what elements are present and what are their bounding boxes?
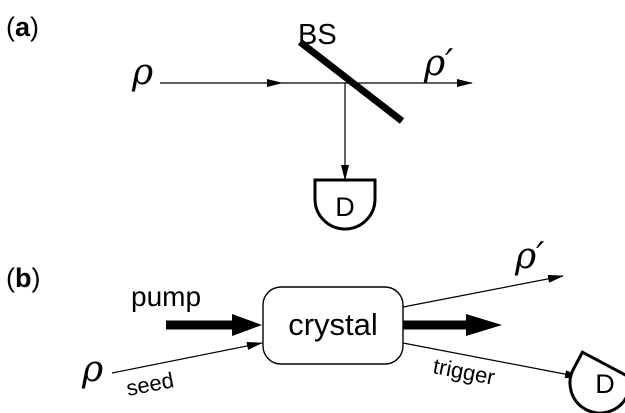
detector-icon (313, 178, 377, 231)
detector-b (568, 350, 625, 413)
seed-label: seed (124, 367, 176, 401)
trigger-beam-arrow (402, 342, 581, 379)
beamsplitter-label: BS (298, 19, 337, 51)
seed-state-label: ρ (81, 349, 103, 390)
pump-arrowhead (232, 314, 262, 336)
detector-icon-b (568, 350, 625, 413)
output-state-label: ρ′ (423, 43, 453, 84)
detector-label-b: D (595, 369, 615, 399)
output-state-label-b: ρ′ (514, 236, 544, 277)
beamsplitter (297, 39, 405, 124)
panel-b-label: (b) (6, 263, 41, 293)
detector-label-a: D (335, 192, 355, 222)
pump-continuation-arrowhead (466, 314, 502, 336)
crystal-label: crystal (288, 307, 378, 342)
panel-b: (b) pump crystal ρ seed ρ′ trigger D (6, 236, 625, 413)
panel-a: (a) BS ρ ρ′ D (6, 12, 473, 231)
input-state-label: ρ (131, 52, 153, 93)
panel-a-label: (a) (6, 12, 39, 42)
output-beam-arrow-b (402, 274, 564, 308)
pump-label: pump (131, 281, 201, 312)
seed-beam-arrow (111, 342, 263, 374)
